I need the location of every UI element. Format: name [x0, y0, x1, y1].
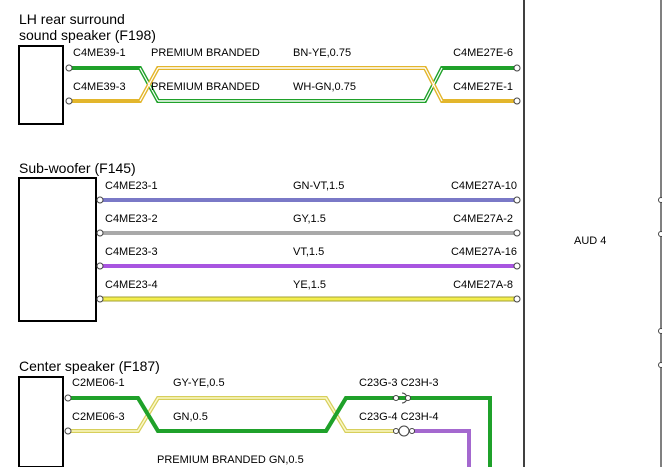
- subwoofer-wire-spec: GN-VT,1.5: [293, 180, 344, 192]
- subwoofer-left-pin-label: C4ME23-3: [105, 246, 158, 258]
- subwoofer-title: Sub-woofer (F145): [19, 160, 136, 176]
- lh-rear-pin-left-1: [65, 64, 73, 72]
- module-side-pins: [658, 197, 662, 368]
- center-pin-left-1: [64, 394, 72, 402]
- center-right-pin-label: C23G-4 C23H-4: [359, 411, 438, 423]
- lh-rear-wire-spec: WH-GN,0.75: [293, 81, 356, 93]
- center-left-pin-label: C2ME06-3: [72, 411, 125, 423]
- center-wire-vt: [410, 429, 471, 467]
- subwoofer-right-pin-label: C4ME27A-8: [453, 279, 513, 291]
- center-wire-spec: GN,0.5: [173, 411, 208, 423]
- lh-rear-left-pin-label: C4ME39-3: [73, 81, 126, 93]
- subwoofer-wire-spec: YE,1.5: [293, 279, 326, 291]
- subwoofer-pin-right-10: [513, 196, 521, 204]
- center-inline-connector-4: [393, 425, 415, 437]
- lh-rear-pin-left-3: [65, 97, 73, 105]
- lh-rear-right-pin-label: C4ME27E-6: [453, 47, 513, 59]
- module-label: AUD 4: [574, 235, 606, 247]
- lh-rear-right-pin-label: C4ME27E-1: [453, 81, 513, 93]
- center-inline-connector-3: [392, 392, 411, 404]
- subwoofer-wire-spec: GY,1.5: [293, 213, 326, 225]
- lh-rear-title-line1: LH rear surround: [19, 11, 125, 27]
- subwoofer-left-pin-label: C4ME23-2: [105, 213, 158, 225]
- subwoofer-right-pin-label: C4ME27A-10: [451, 180, 517, 192]
- center-pin-left-3: [64, 427, 72, 435]
- center-wire-spec: GY-YE,0.5: [173, 377, 225, 389]
- subwoofer-pin-left-2: [96, 229, 104, 237]
- subwoofer-pin-right-2: [513, 229, 521, 237]
- subwoofer-left-pin-label: C4ME23-4: [105, 279, 158, 291]
- center-speaker-box: [18, 376, 64, 467]
- center-left-pin-label: C2ME06-1: [72, 377, 125, 389]
- center-right-pin-label: C23G-3 C23H-3: [359, 377, 438, 389]
- subwoofer-wire-spec: VT,1.5: [293, 246, 324, 258]
- lh-rear-wire-spec: BN-YE,0.75: [293, 47, 351, 59]
- center-footer-label: PREMIUM BRANDED GN,0.5: [157, 454, 304, 466]
- subwoofer-pin-right-8: [513, 295, 521, 303]
- center-title: Center speaker (F187): [19, 358, 160, 374]
- lh-rear-wire-label: PREMIUM BRANDED: [151, 47, 260, 59]
- subwoofer-pin-right-16: [513, 262, 521, 270]
- lh-rear-speaker-box: [18, 45, 64, 125]
- subwoofer-right-pin-label: C4ME27A-2: [453, 213, 513, 225]
- lh-rear-wire-label: PREMIUM BRANDED: [151, 81, 260, 93]
- lh-rear-title-line2: sound speaker (F198): [19, 27, 156, 43]
- subwoofer-right-pin-label: C4ME27A-16: [451, 246, 517, 258]
- subwoofer-pin-left-4: [96, 295, 104, 303]
- subwoofer-pin-left-3: [96, 262, 104, 270]
- subwoofer-box: [18, 177, 97, 322]
- lh-rear-pin-right-1: [513, 97, 521, 105]
- subwoofer-pin-left-1: [96, 196, 104, 204]
- lh-rear-left-pin-label: C4ME39-1: [73, 47, 126, 59]
- subwoofer-left-pin-label: C4ME23-1: [105, 180, 158, 192]
- lh-rear-pin-right-6: [513, 64, 521, 72]
